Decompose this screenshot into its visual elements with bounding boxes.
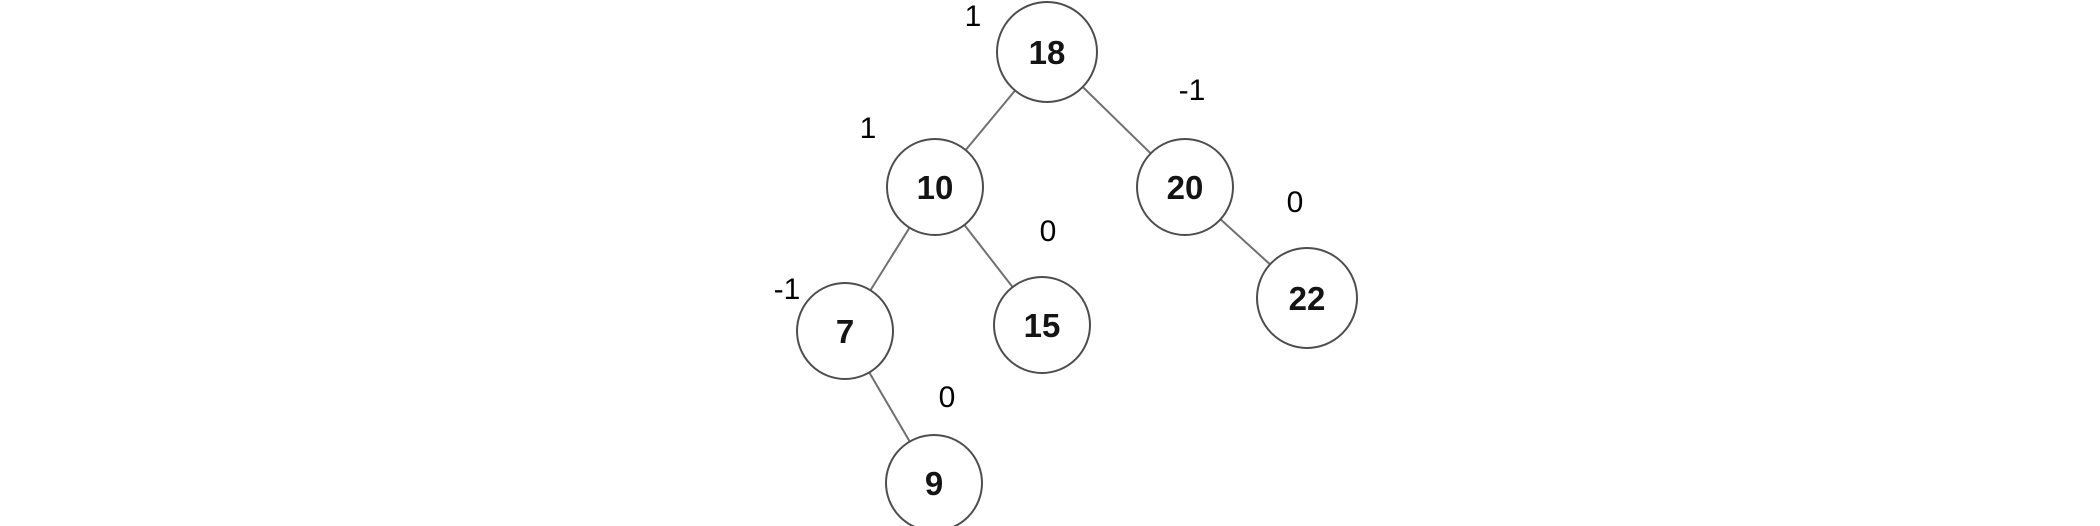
tree-edges <box>844 51 1308 484</box>
tree-node-15: 15 <box>993 276 1091 374</box>
tree-node-22: 22 <box>1256 247 1358 349</box>
balance-factor-labels: 1 1 -1 -1 0 0 0 <box>774 0 1304 414</box>
node-20-value: 20 <box>1167 169 1204 206</box>
node-10-value: 10 <box>917 169 954 206</box>
node-15-value: 15 <box>1024 307 1061 344</box>
tree-node-18: 18 <box>996 1 1098 103</box>
tree-nodes: 18 10 20 7 15 22 <box>796 1 1358 526</box>
node-10-circle <box>886 138 984 236</box>
tree-node-7: 7 <box>796 282 894 380</box>
node-22-circle <box>1256 247 1358 349</box>
node-15-circle <box>993 276 1091 374</box>
balance-factor-9: 0 <box>939 381 956 414</box>
tree-node-10: 10 <box>886 138 984 236</box>
balance-factor-7: -1 <box>774 273 801 306</box>
node-7-circle <box>796 282 894 380</box>
balance-factor-22: 0 <box>1287 186 1304 219</box>
balance-factor-10: 1 <box>860 112 877 145</box>
node-18-value: 18 <box>1029 34 1066 71</box>
tree-node-9: 9 <box>885 434 983 526</box>
tree-node-20: 20 <box>1136 138 1234 236</box>
balance-factor-20: -1 <box>1179 74 1206 107</box>
balance-factor-18: 1 <box>965 0 982 33</box>
node-7-value: 7 <box>836 313 854 350</box>
node-22-value: 22 <box>1289 280 1326 317</box>
node-9-circle <box>885 434 983 526</box>
node-20-circle <box>1136 138 1234 236</box>
node-18-circle <box>996 1 1098 103</box>
balance-factor-15: 0 <box>1040 215 1057 248</box>
node-9-value: 9 <box>925 465 943 502</box>
